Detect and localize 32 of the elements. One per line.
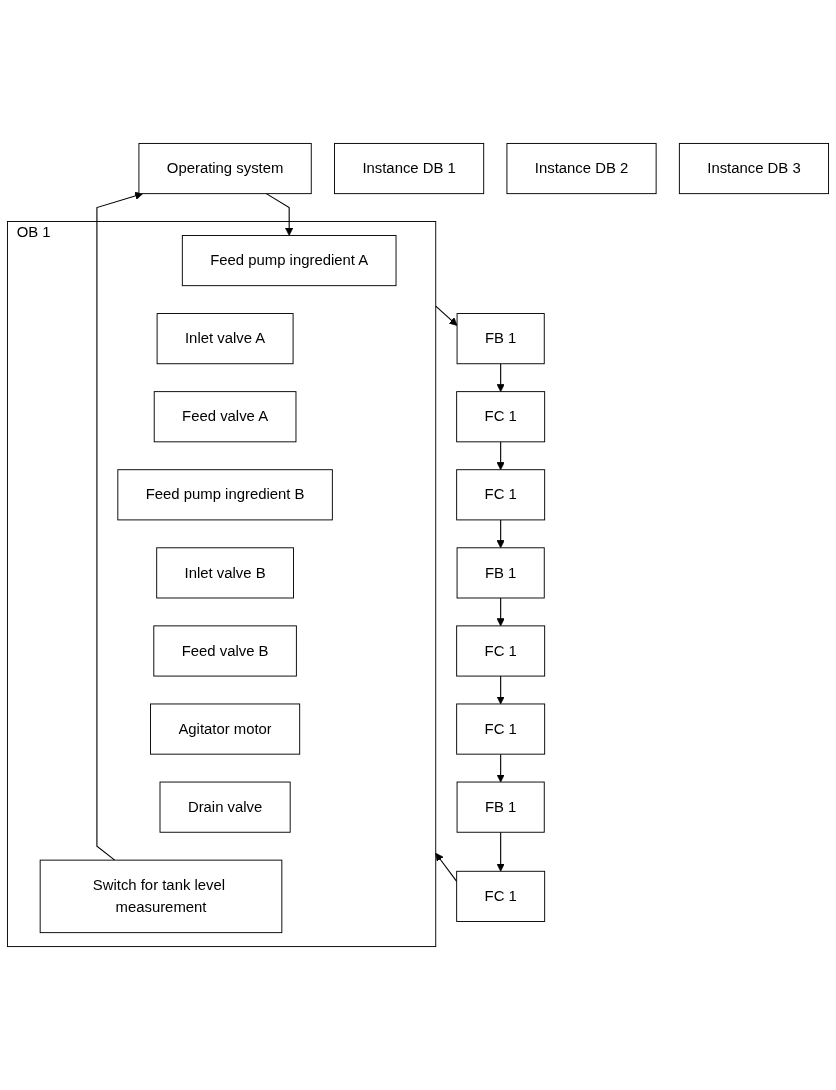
arrow bbox=[496, 831, 505, 872]
node-box: Instance DB 1 bbox=[334, 142, 485, 195]
node-box: Instance DB 2 bbox=[506, 142, 657, 195]
arrow bbox=[496, 519, 505, 549]
arrow bbox=[496, 597, 505, 627]
node-box: Drain valve bbox=[159, 781, 291, 833]
node-box: Feed pump ingredient B bbox=[117, 469, 333, 521]
arrow bbox=[496, 363, 505, 392]
node-box: Switch for tank level measurement bbox=[39, 859, 283, 934]
node-box: FB 1 bbox=[456, 313, 545, 365]
arrow bbox=[96, 191, 144, 861]
node-box: Feed valve B bbox=[153, 625, 297, 677]
node-box: FC 1 bbox=[456, 469, 546, 521]
node-box: Operating system bbox=[138, 142, 312, 195]
node-box: FC 1 bbox=[456, 391, 546, 443]
node-box: Inlet valve B bbox=[156, 547, 294, 599]
arrow bbox=[435, 305, 458, 326]
node-box: FC 1 bbox=[456, 703, 546, 755]
node-box: FB 1 bbox=[456, 547, 545, 599]
arrow bbox=[496, 753, 505, 783]
arrow bbox=[496, 675, 505, 705]
arrow bbox=[435, 852, 458, 882]
node-box: Agitator motor bbox=[150, 703, 301, 755]
arrow bbox=[265, 193, 294, 236]
node-box: Instance DB 3 bbox=[678, 142, 830, 195]
node-box: FB 1 bbox=[456, 781, 545, 833]
node-box: Feed pump ingredient A bbox=[181, 235, 397, 287]
node-box: FC 1 bbox=[456, 870, 546, 922]
node-box: Inlet valve A bbox=[156, 313, 294, 365]
node-box: FC 1 bbox=[456, 625, 546, 677]
node-box: Feed valve A bbox=[153, 391, 297, 443]
arrow bbox=[496, 441, 505, 471]
